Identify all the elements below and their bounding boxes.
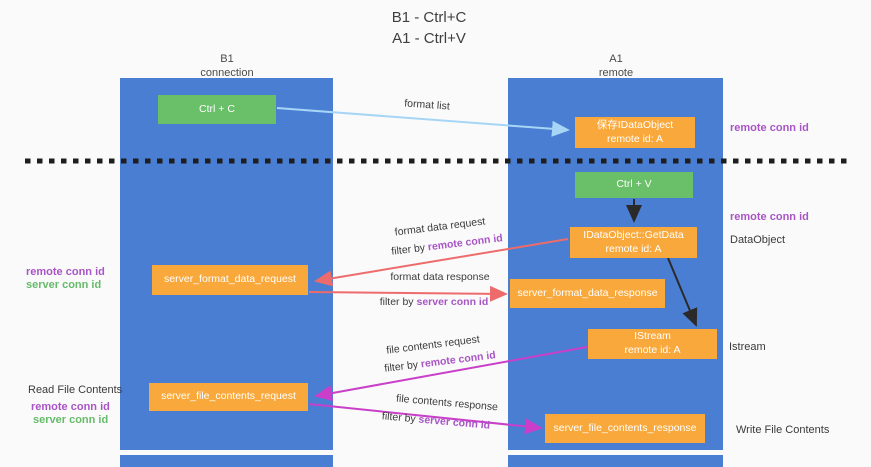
arrow-file-contents-response [308, 403, 543, 435]
server-file-contents-request-label: server_file_contents_request [161, 390, 296, 403]
right-column-header: A1 remote [556, 52, 676, 81]
write-file-contents-annotation: Write File Contents [736, 424, 830, 436]
dataobject-annotation: DataObject [730, 234, 786, 246]
ctrl-v-label: Ctrl + V [616, 178, 652, 191]
right-column-name: A1 [609, 53, 623, 65]
istream-box: IStream remote id: A [588, 329, 717, 359]
arrow-format-data-request [314, 238, 569, 287]
title-line-1: B1 - Ctrl+C [391, 9, 467, 26]
getdata-line2: remote id: A [605, 242, 662, 255]
istream-line2: remote id: A [624, 344, 681, 356]
left-column-header: B1 connection [167, 52, 287, 81]
remote-conn-id-annotation-left-2: remote conn id [31, 401, 110, 413]
filter-by-text: filter by [379, 296, 417, 308]
server-conn-id-annotation-left-2: server conn id [33, 414, 109, 426]
server-conn-id-text: server conn id [416, 296, 489, 308]
istream-line1: IStream [634, 330, 671, 343]
getdata-box: IDataObject::GetData remote id: A [570, 227, 697, 258]
server-file-contents-response-box: server_file_contents_response [545, 414, 705, 443]
arrow-format-list [276, 107, 570, 137]
remote-conn-id-annotation-mid: remote conn id [730, 211, 809, 223]
server-conn-id-annotation-left-1: server conn id [26, 279, 102, 291]
left-column-bottom-strip [120, 455, 333, 467]
server-format-data-request-box: server_format_data_request [152, 265, 308, 295]
right-column-role: remote [598, 67, 634, 80]
server-format-data-request-label: server_format_data_request [164, 273, 296, 286]
read-file-contents-annotation: Read File Contents [28, 384, 123, 396]
arrow-getdata-to-istream [667, 257, 698, 327]
remote-conn-id-annotation-left-1: remote conn id [26, 266, 105, 278]
remote-conn-id-annotation-top: remote conn id [730, 122, 809, 134]
istream-annotation: Istream [729, 341, 766, 353]
server-file-contents-response-label: server_file_contents_response [553, 421, 697, 434]
save-dataobject-line2: remote id: A [606, 132, 664, 145]
format-data-response-label: format data response [390, 271, 490, 283]
server-format-data-response-box: server_format_data_response [510, 279, 665, 308]
getdata-line1: IDataObject::GetData [583, 228, 684, 241]
server-file-contents-request-box: server_file_contents_request [149, 383, 308, 411]
ctrl-c-label: Ctrl + C [199, 102, 235, 115]
title-line-2: A1 - Ctrl+V [392, 30, 466, 47]
ctrl-v-box: Ctrl + V [575, 172, 693, 198]
right-column-bottom-strip [508, 455, 723, 467]
save-dataobject-box: 保存IDataObject remote id: A [575, 117, 695, 148]
arrow-file-contents-request [314, 346, 588, 402]
left-column-role: connection [200, 67, 254, 80]
ctrl-c-box: Ctrl + C [158, 95, 276, 124]
arrow-format-data-response [308, 285, 508, 302]
server-format-data-response-label: server_format_data_response [517, 286, 658, 299]
diagram-title: B1 - Ctrl+C A1 - Ctrl+V [329, 7, 529, 49]
save-dataobject-line1: 保存IDataObject [596, 118, 674, 131]
filter-by-server-conn-id-label-1: filter by server conn id [378, 296, 490, 308]
left-column-name: B1 [220, 53, 234, 65]
